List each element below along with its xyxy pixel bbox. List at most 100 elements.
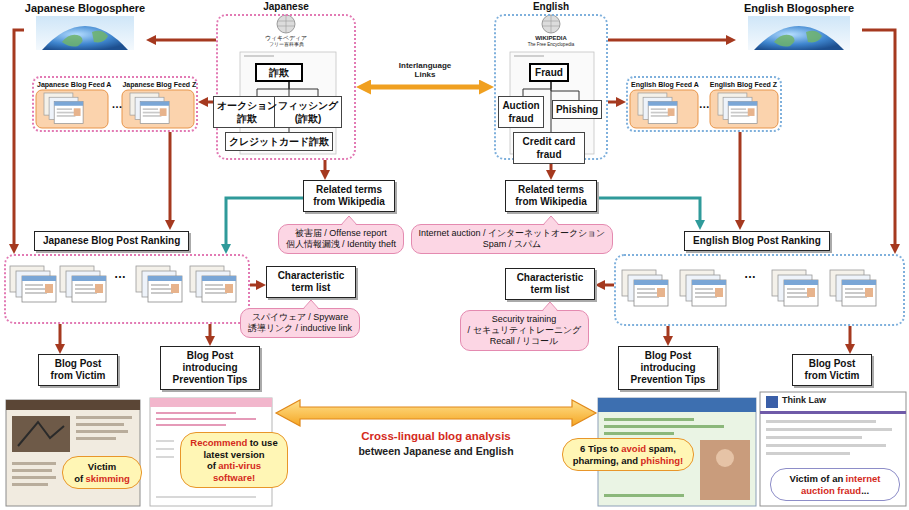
globe-picture [62,31,108,47]
term-box: Phishing [552,100,602,119]
process-box: Related terms from Wikipedia [303,180,395,212]
process-box: Related terms from Wikipedia [505,180,597,212]
edge-label: Interlanguage Links [390,61,460,79]
blog-post-thumbnails [136,266,182,302]
wikipedia-logo [277,15,295,33]
callout-tail [341,216,357,226]
edge-label-slot: Interlanguage Links [390,61,460,79]
node-text: English [494,0,608,13]
node-text: Internet auction / インターネットオークション [419,228,606,239]
callout-tail [542,301,558,312]
term-box: Auction fraud [498,96,544,128]
prevention-blog-screenshot [604,494,684,497]
connector-arrow [600,284,615,287]
blog-post-thumbnails [772,270,818,306]
node-text: Blog Post introducing Prevention Tips [624,350,712,386]
blog-post-thumbnails [680,270,726,306]
node-text: Japanese Blogosphere [24,2,146,15]
globe-picture [748,16,850,50]
connector-arrow [862,30,895,250]
victim-blog-screenshot [6,400,140,506]
free-label: Think Law [782,395,902,406]
victim-blog-screenshot [766,396,778,408]
process-box: Characteristic term list [266,266,356,298]
node-text: / セキュリティトレーニング [468,325,581,336]
free-label: フリー百科事典 [136,42,436,47]
connector-arrow [667,326,670,342]
callout-tail [542,302,558,311]
blog-feed-picture [36,90,778,128]
victim-blog-screenshot [12,476,56,479]
globe-picture [36,16,134,50]
connector-arrow [364,85,487,90]
connector-arrow [250,284,262,287]
callout-tail [303,300,319,309]
node-text: Japanese Blog Feed A [37,80,111,89]
free-label: WIKIPEDIA [401,35,701,42]
wikipedia-panel: Japanese詐欺オークション 詐欺フィッシング (詐欺)クレジットカード詐欺 [216,0,356,160]
node-text: Related terms from Wikipedia [511,184,591,208]
connector-arrow [324,160,327,176]
blog-post-thumbnails [190,266,236,302]
node-text: avoid [621,443,646,454]
victim-blog-screenshot [766,444,886,447]
connector-arrow [289,82,318,96]
node-text: Blog Post from Victim [798,358,866,382]
ranking-panel: English Blog Post Ranking… [614,230,905,326]
node-text: Auction fraud [501,99,541,125]
connector-arrow [523,82,551,96]
node-text: … [699,98,710,110]
root-term-box: 詐欺 [255,63,303,82]
term-box: オークション 詐欺 [213,96,281,128]
process-box: Blog Post from Victim [792,354,872,386]
connector-arrow [169,132,172,226]
node-text: フィッシング (詐欺) [277,99,339,125]
victim-blog-screenshot [6,400,140,410]
process-box: Characteristic term list [505,268,595,300]
cross-lingual-arrow [276,400,596,426]
node-text: Related terms from Wikipedia [309,184,389,208]
term-box: クレジットカード詐欺 [225,132,333,151]
speech-bubble: Recommendto use latest version ofanti-vi… [180,432,288,488]
prevention-blog-screenshot [156,418,256,420]
victim-blog-screenshot [12,416,70,452]
callout-tail [542,302,558,312]
node-text: 6 Tips to [580,443,619,454]
prevention-blog-screenshot [598,398,756,412]
term-callout: 被害届 / Offense report個人情報漏洩 / Identity th… [278,224,405,254]
prevention-blog-screenshot [716,449,734,467]
node-text: 個人情報漏洩 / Identity theft [286,239,397,250]
node-text: skimming [85,473,129,484]
victim-blog-screenshot [766,452,850,455]
victim-blog-screenshot [76,437,116,440]
node-text: anti-virus software! [213,460,261,483]
blog-feed-group: English Blog Feed A…English Blog Feed Z [626,76,782,132]
globe-picture [754,26,844,50]
wikipedia-logo [542,15,560,33]
victim-blog-screenshot [76,416,132,419]
node-text: 誘導リンク / inductive link [248,323,352,334]
node-text: Security training [468,314,581,325]
connector-arrow [551,82,579,100]
globe-picture [36,16,134,50]
connector-arrow [597,198,700,226]
blog-feed-group: Japanese Blog Feed A…Japanese Blog Feed … [32,76,198,132]
blog-feed-picture [44,93,83,124]
free-label: Cross-lingual blog analysis [286,430,586,444]
victim-blog-screenshot [760,411,906,414]
blog-feed-picture [122,90,194,128]
node-text: English Blog Feed Z [710,80,777,89]
speech-bubble: 6 Tips toavoidspam, pharming, andphishin… [562,438,694,471]
dotted-frame [4,254,250,324]
label-slot: ウィキペディア [136,35,436,42]
term-box: Credit card fraud [513,132,585,164]
node-text: Japanese Blog Post Ranking [34,231,189,251]
blog-feed-picture [630,90,698,128]
cross-lingual-arrow [276,400,596,426]
prevention-blog-screenshot [156,496,256,498]
node-text: Credit card fraud [516,135,582,161]
victim-blog-screenshot [760,392,906,506]
node-text: クレジットカード詐欺 [228,135,330,148]
